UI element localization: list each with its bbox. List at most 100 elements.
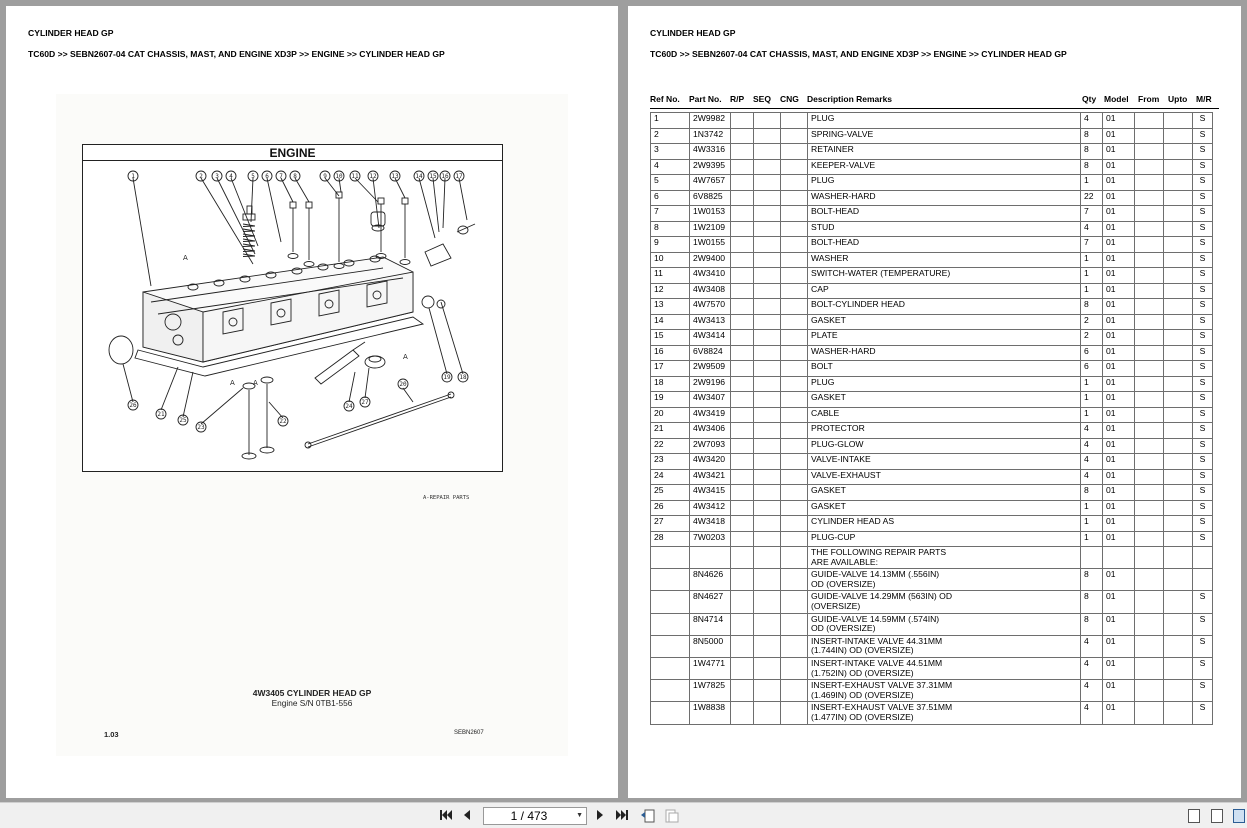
page-title: CYLINDER HEAD GP: [650, 28, 736, 38]
cell-empty: [1134, 158, 1164, 175]
cell-mr: S: [1192, 634, 1213, 658]
cell-empty: [753, 205, 781, 222]
cell-desc: GUIDE-VALVE 14.13MM (.556IN)OD (OVERSIZE…: [807, 568, 1081, 592]
cell-model: 01: [1102, 499, 1135, 516]
callout-bubble: [195, 170, 207, 182]
cell-empty: [753, 453, 781, 470]
cell-empty: [753, 344, 781, 361]
cell-empty: [780, 406, 808, 423]
single-page-view-icon[interactable]: [1188, 809, 1200, 823]
cell-empty: [1163, 236, 1193, 253]
cell-empty: [753, 174, 781, 191]
cell-empty: [1134, 127, 1164, 144]
cell-empty: [780, 484, 808, 501]
cell-empty: [1134, 205, 1164, 222]
svg-text:19: 19: [443, 374, 451, 381]
svg-text:22: 22: [279, 418, 287, 425]
cell-part: 4W3418: [689, 515, 731, 532]
cell-empty: [730, 484, 754, 501]
cell-empty: [1163, 634, 1193, 658]
first-page-icon[interactable]: [438, 808, 454, 824]
cell-empty: [730, 267, 754, 284]
cell-mr: S: [1192, 236, 1213, 253]
cell-part: 8N4626: [689, 568, 731, 592]
cell-part: 4W3408: [689, 282, 731, 299]
cell-part: 1N3742: [689, 127, 731, 144]
cell-empty: [1163, 701, 1193, 725]
cell-qty: 4: [1080, 437, 1103, 454]
cell-mr: S: [1192, 344, 1213, 361]
cell-ref: 19: [650, 391, 690, 408]
cell-qty: 8: [1080, 484, 1103, 501]
cell-empty: [1134, 313, 1164, 330]
table-row: 8N4626 GUIDE-VALVE 14.13MM (.556IN)OD (OV…: [650, 568, 1213, 592]
cell-model: 01: [1102, 679, 1135, 703]
cell-empty: [1163, 158, 1193, 175]
next-page-icon[interactable]: [593, 808, 607, 824]
drawing-page-number: 1.03: [104, 730, 119, 739]
cell-empty: [1163, 468, 1193, 485]
cell-model: 01: [1102, 220, 1135, 237]
exploded-view-illustration: 1234567891011121314151617262125232224272…: [108, 170, 476, 460]
facing-pages-view-icon[interactable]: [1233, 809, 1245, 823]
prev-page-icon[interactable]: [460, 808, 474, 824]
cell-empty: [753, 701, 781, 725]
cell-empty: [1134, 612, 1164, 636]
cell-desc: CABLE: [807, 406, 1081, 423]
cell-part: 2W9982: [689, 112, 731, 129]
page-number-input[interactable]: 1 / 473 ▼: [483, 807, 587, 825]
cell-part: 2W9196: [689, 375, 731, 392]
cell-empty: [780, 205, 808, 222]
col-seq: SEQ: [753, 94, 771, 104]
cell-part: 1W0155: [689, 236, 731, 253]
cell-empty: [730, 143, 754, 160]
drawing-heading: ENGINE: [83, 145, 502, 161]
back-view-icon[interactable]: [640, 808, 656, 824]
cell-part: 1W2109: [689, 220, 731, 237]
cell-model: 01: [1102, 701, 1135, 725]
parts-table-header: Ref No. Part No. R/P SEQ CNG Description…: [650, 92, 1219, 109]
cell-empty: [780, 313, 808, 330]
svg-text:18: 18: [459, 374, 467, 381]
cell-qty: 8: [1080, 568, 1103, 592]
cell-mr: S: [1192, 158, 1213, 175]
cell-empty: [1134, 143, 1164, 160]
cell-empty: [1163, 344, 1193, 361]
cell-empty: [1163, 515, 1193, 532]
cell-qty: 1: [1080, 174, 1103, 191]
last-page-icon[interactable]: [614, 808, 630, 824]
cell-part: 4W3412: [689, 499, 731, 516]
cell-part: 2W9400: [689, 251, 731, 268]
cell-mr: S: [1192, 282, 1213, 299]
cell-ref: 25: [650, 484, 690, 501]
cell-desc: GUIDE-VALVE 14.59MM (.574IN)OD (OVERSIZE…: [807, 612, 1081, 636]
cell-desc: PLUG-GLOW: [807, 437, 1081, 454]
svg-text:6: 6: [265, 173, 269, 180]
cell-empty: [730, 679, 754, 703]
cell-model: 01: [1102, 422, 1135, 439]
cell-model: 01: [1102, 282, 1135, 299]
continuous-view-icon[interactable]: [1211, 809, 1223, 823]
forward-view-icon[interactable]: [664, 808, 680, 824]
cell-empty: [730, 329, 754, 346]
chevron-down-icon[interactable]: ▼: [576, 812, 583, 819]
cell-mr: S: [1192, 612, 1213, 636]
cell-empty: [780, 612, 808, 636]
cell-part: 4W3407: [689, 391, 731, 408]
cell-part: 6V8825: [689, 189, 731, 206]
cell-empty: [753, 360, 781, 377]
cell-ref: 4: [650, 158, 690, 175]
drawing-doc-code: SEBN2607: [454, 730, 484, 736]
cell-empty: [1163, 298, 1193, 315]
cell-mr: S: [1192, 656, 1213, 681]
cell-desc: WASHER: [807, 251, 1081, 268]
svg-text:A: A: [183, 254, 188, 262]
svg-text:16: 16: [441, 173, 449, 180]
cell-empty: [1134, 298, 1164, 315]
cell-part: 4W3414: [689, 329, 731, 346]
